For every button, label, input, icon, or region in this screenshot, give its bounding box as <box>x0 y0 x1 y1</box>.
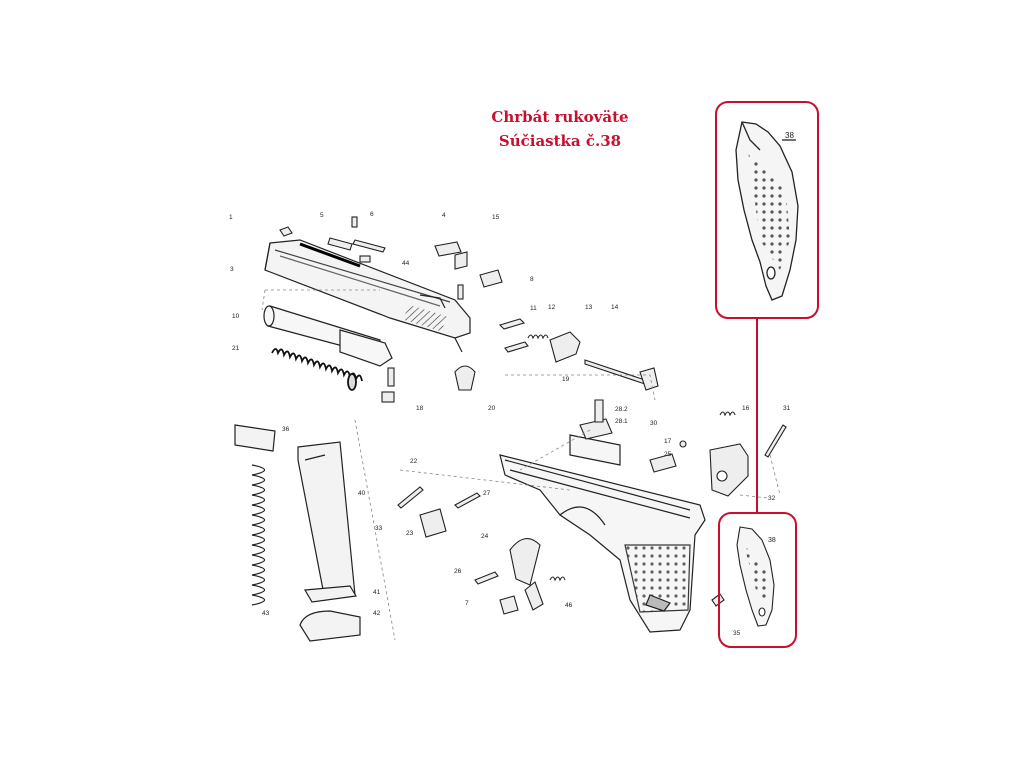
callout-title: Chrbát rukoväte <box>491 108 629 126</box>
part-label: 28.1 <box>615 418 628 425</box>
magazine-assembly <box>234 424 361 642</box>
part-label: 46 <box>565 602 573 609</box>
slide-assembly <box>264 239 471 353</box>
part-label: 22 <box>410 458 418 465</box>
assembly-guide-lines <box>261 289 781 641</box>
part-label: 23 <box>406 530 414 537</box>
part-label: 17 <box>664 438 672 445</box>
part-label: 20 <box>488 405 496 412</box>
part-label: 13 <box>585 304 593 311</box>
part-label: 7 <box>465 600 469 607</box>
source-part-frame <box>718 512 797 648</box>
part-label: 15 <box>492 214 500 221</box>
part-label: 44 <box>402 260 410 267</box>
part-label: 42 <box>373 610 381 617</box>
part-label: 38 <box>785 131 794 140</box>
part-label: 19 <box>562 376 570 383</box>
part-label: 18 <box>416 405 424 412</box>
firing-pin-group <box>498 318 659 391</box>
part-labels: 1 3 5 6 4 15 44 8 10 11 12 13 14 21 19 1… <box>229 211 791 637</box>
part-label: 40 <box>358 490 366 497</box>
part-label: 38 <box>768 537 776 544</box>
part-label: 31 <box>783 405 791 412</box>
part-label: 4 <box>442 212 446 219</box>
callout-subtitle: Súčiastka č.38 <box>498 132 622 150</box>
trigger-parts <box>397 486 725 615</box>
part-label: 16 <box>742 405 750 412</box>
part-label: 35 <box>733 630 741 637</box>
frame-assembly <box>499 434 706 633</box>
part-label: 33 <box>375 525 383 532</box>
part-label: 43 <box>262 610 270 617</box>
highlight-callout: 38 38 <box>715 101 819 648</box>
part-label: 3 <box>230 266 234 273</box>
barrel <box>263 305 393 367</box>
slide-small-parts <box>279 216 503 403</box>
part-label: 28.2 <box>615 406 628 413</box>
part-label: 14 <box>611 304 619 311</box>
part-label: 36 <box>282 426 290 433</box>
part-label: 26 <box>454 568 462 575</box>
part-label: 8 <box>530 276 534 283</box>
part-label: 5 <box>320 212 324 219</box>
part-label: 25 <box>664 451 672 458</box>
recoil-spring <box>271 348 363 391</box>
part-label: 27 <box>483 490 491 497</box>
part-label: 30 <box>650 420 658 427</box>
frame-rear-parts <box>579 399 787 497</box>
part-label: 6 <box>370 211 374 218</box>
part-label: 1 <box>229 214 233 221</box>
part-label: 24 <box>481 533 489 540</box>
backstrap-large <box>735 121 799 301</box>
part-label: 41 <box>373 589 381 596</box>
part-label: 12 <box>548 304 556 311</box>
part-label: 21 <box>232 345 240 352</box>
part-label: 32 <box>768 495 776 502</box>
part-label: 10 <box>232 313 240 320</box>
backstrap-small <box>736 526 775 627</box>
part-label: 11 <box>530 305 537 312</box>
